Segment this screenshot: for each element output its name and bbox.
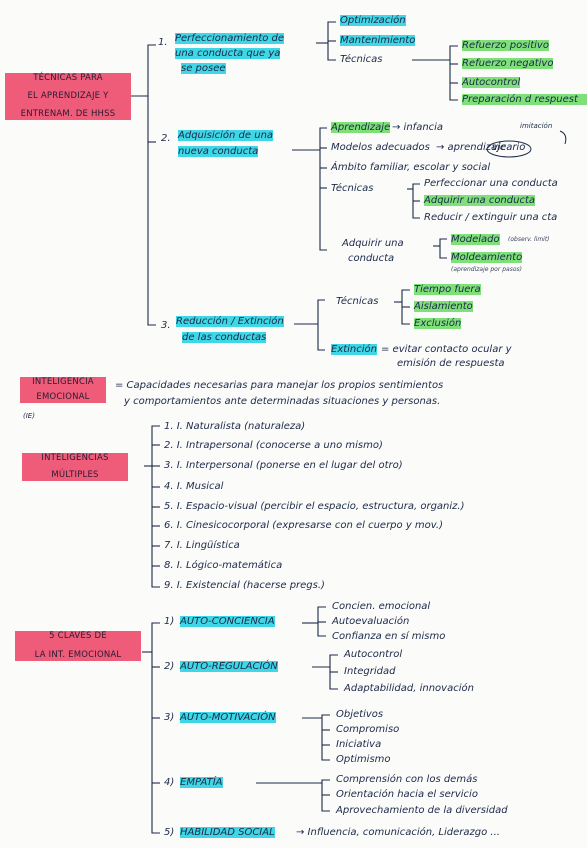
adquirir-conducta-line-2: conducta [348,253,395,264]
key-1-sub-1: Concien. emocional [332,601,431,612]
key-2-number: 2) [164,661,175,672]
key-1-sub-3: Confianza en sí mismo [332,631,446,642]
perfeccionar-item: Perfeccionar una conducta [424,178,558,189]
title-tecnicas: TÉCNICAS PARA EL APRENDIZAJE Y ENTRENAM.… [5,73,131,120]
key-4-number: 4) [164,777,175,788]
key-4-label: EMPATÍA [180,777,223,788]
key-4-sub-3: Aprovechamiento de la diversidad [336,805,508,816]
infancia-item: → infancia [392,122,444,133]
branch-3-number: 3. [161,320,171,331]
aislamiento-item: Aislamiento [414,301,473,312]
extincion-def-line-2: emisión de respuesta [397,358,505,369]
branch-2-label-line-2: nueva conducta [178,146,259,157]
key-4-sub-1: Comprensión con los demás [336,774,478,785]
key-5-number: 5) [164,827,175,838]
key-2-sub-1: Autocontrol [344,649,403,660]
branch-1-label-line-2: una conducta que ya [175,48,281,59]
title-line-2: EL APRENDIZAJE Y [27,91,109,101]
key-2-sub-3: Adaptabilidad, innovación [344,683,474,694]
imitacion-note: imitación [520,122,553,130]
key-1-number: 1) [164,616,175,627]
title-inteligencias-multiples: INTELIGENCIAS MÚLTIPLES [22,453,128,481]
key-3-label: AUTO-MOTIVACIÓN [180,712,276,723]
intelligence-item-1: 1. I. Naturalista (naturaleza) [164,421,306,432]
vicario-word: vicario [492,142,526,153]
intelligence-item-6: 6. I. Cinesicocorporal (expresarse con e… [164,520,443,531]
intelligence-item-5: 5. I. Espacio-visual (percibir el espaci… [164,501,465,512]
key-4-sub-2: Orientación hacia el servicio [336,789,478,800]
branch-2-number: 2. [161,133,171,144]
preparacion-respuesta: Preparación d respuest [462,94,587,105]
tiempo-fuera-item: Tiempo fuera [414,284,481,295]
branch-2-label-line-1: Adquisición de una [178,130,274,141]
extincion-def-line-1: = evitar contacto ocular y [381,344,512,355]
ie-definition-line-1: = Capacidades necesarias para manejar lo… [115,380,444,391]
intelligence-item-2: 2. I. Intrapersonal (conocerse a uno mis… [164,440,383,451]
intelligence-item-4: 4. I. Musical [164,481,224,492]
key-2-sub-2: Integridad [344,666,396,677]
key-3-sub-4: Optimismo [336,754,391,765]
exclusion-item: Exclusión [414,318,462,329]
branch-1-number: 1. [158,37,168,48]
ie-title-line-2: EMOCIONAL [36,392,90,402]
aprendizaje-item: Aprendizaje [331,122,391,133]
modelado-note: (observ. limit) [508,236,550,243]
im-title-line-1: INTELIGENCIAS [41,453,109,463]
tecnicas-2-item: Técnicas [331,183,374,194]
mantenimiento-item: Mantenimiento [340,35,416,46]
key-3-number: 3) [164,712,175,723]
intelligence-item-9: 9. I. Existencial (hacerse pregs.) [164,580,325,591]
title-5-claves: 5 CLAVES DE LA INT. EMOCIONAL [15,631,141,661]
key-1-sub-2: Autoevaluación [332,616,410,627]
key-2-label: AUTO-REGULACIÓN [180,661,278,672]
claves-title-line-2: LA INT. EMOCIONAL [34,650,122,660]
ie-definition-line-2: y comportamientos ante determinadas situ… [124,396,441,407]
moldeamiento-item: Moldeamiento [451,252,523,263]
key-3-sub-2: Compromiso [336,724,400,735]
key-1-label: AUTO-CONCIENCIA [180,616,275,627]
autocontrol-item: Autocontrol [462,77,521,88]
claves-title-line-1: 5 CLAVES DE [49,631,107,641]
optimizacion-item: Optimización [340,15,406,26]
key-3-sub-3: Iniciativa [336,739,382,750]
refuerzo-positivo: Refuerzo positivo [462,40,549,51]
adquirir-item: Adquirir una conducta [424,195,536,206]
tecnicas-3-item: Técnicas [336,296,379,307]
extincion-item: Extinción [331,344,378,355]
im-title-line-2: MÚLTIPLES [51,470,99,480]
title-inteligencia-emocional: INTELIGENCIA EMOCIONAL [20,377,106,403]
intelligence-item-7: 7. I. Lingüística [164,540,240,551]
modelos-adecuados-item: Modelos adecuados [331,142,430,153]
ambito-item: Ámbito familiar, escolar y social [331,162,491,173]
adquirir-conducta-line-1: Adquirir una [342,238,404,249]
branch-1-label-line-1: Perfeccionamiento de [175,33,285,44]
moldeamiento-note: (aprendizaje por pasos) [451,266,522,273]
intelligence-item-8: 8. I. Lógico-matemática [164,560,283,571]
key-5-label: HABILIDAD SOCIAL [180,827,275,838]
branch-1-label-line-3: se posee [181,63,226,74]
branch-3-label-line-1: Reducción / Extinción [176,316,284,327]
reducir-item: Reducir / extinguir una cta [424,212,558,223]
refuerzo-negativo: Refuerzo negativo [462,58,554,69]
branch-3-label-line-2: de las conductas [182,332,267,343]
title-line-1: TÉCNICAS PARA [33,73,103,83]
aprendizaje-vicario-prefix: → aprendizaje [436,142,507,153]
ie-title-line-1: INTELIGENCIA [32,377,94,387]
ie-abbreviation: (IE) [23,412,35,420]
title-line-3: ENTRENAM. DE HHSS [20,109,116,119]
tecnicas-1-item: Técnicas [340,54,383,65]
key-3-sub-1: Objetivos [336,709,384,720]
intelligence-item-3: 3. I. Interpersonal (ponerse en el lugar… [164,460,403,471]
modelado-item: Modelado [451,234,500,245]
key-5-tail: → Influencia, comunicación, Liderazgo ..… [296,827,500,838]
